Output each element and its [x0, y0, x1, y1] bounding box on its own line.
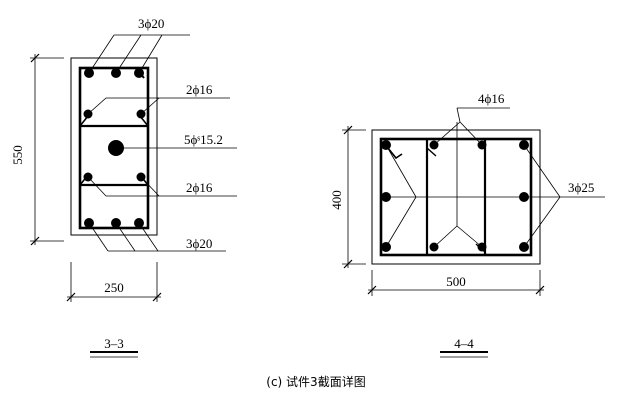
title-underline-3-3: [90, 351, 138, 358]
stirrup-hook-4-4-left: [387, 147, 403, 160]
label-4-4-top: 4ϕ16: [478, 91, 505, 106]
leaders-3-3: [87, 34, 237, 252]
dim-4-4-width: 500: [446, 274, 466, 289]
stirrup-hook-4-4-mid-top: [426, 147, 437, 157]
label-4-4-side: 3ϕ25: [568, 180, 594, 195]
title-4-4: 4–4: [454, 336, 474, 351]
title-underline-4-4: [440, 351, 488, 358]
label-3-3-lower-mid: 2ϕ16: [186, 180, 213, 195]
dimensions-3-3: [30, 53, 162, 302]
label-3-3-strand: 5ϕˢ15.2: [184, 132, 223, 147]
figure-caption: (c) 试件3截面详图: [266, 375, 366, 389]
dim-3-3-height: 550: [10, 145, 25, 165]
leaders-4-4: [385, 107, 605, 248]
dim-3-3-width: 250: [104, 280, 124, 295]
dimensions-4-4: [342, 125, 545, 296]
title-3-3: 3–3: [104, 336, 124, 351]
concrete-outline-3-3: [70, 57, 158, 236]
dim-4-4-height: 400: [329, 190, 344, 210]
label-3-3-bottom: 3ϕ20: [186, 236, 212, 251]
label-3-3-upper-mid: 2ϕ16: [186, 82, 213, 97]
rebars-4-4: [381, 140, 529, 252]
label-3-3-top: 3ϕ20: [138, 16, 164, 31]
